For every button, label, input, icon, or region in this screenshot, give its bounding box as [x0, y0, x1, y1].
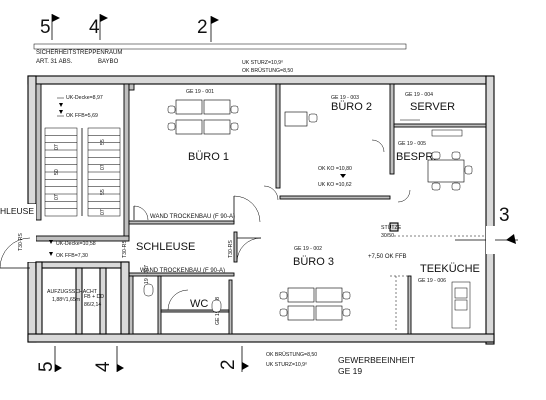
- section-marker-2-bottom: 2: [218, 346, 249, 372]
- room-label-bespr: BESPR.: [396, 151, 436, 163]
- t30-left-text: T30-RS: [18, 233, 24, 251]
- schleuse-left-text: HLEUSE: [0, 206, 34, 216]
- tag-wc: GE 19 - 007: [144, 265, 150, 293]
- room-label-aufzug: AUFZUGSSCHACHT: [47, 289, 98, 295]
- room-label-teekueche: TEEKÜCHE: [420, 263, 480, 275]
- marker-label: 3: [499, 205, 510, 226]
- meeting-table: [427, 151, 473, 191]
- tag-buro3: GE 19 - 002: [294, 246, 322, 252]
- svg-text:55: 55: [100, 189, 106, 195]
- unit-name: GEWERBEEINHEIT: [338, 355, 415, 365]
- room-label-schleuse: SCHLEUSE: [136, 241, 195, 253]
- uk-sturz-top: UK STURZ=10,9⁰: [242, 60, 283, 66]
- stair-ok-ffb: OK FFB=5,69: [66, 113, 98, 119]
- uk-sturz-bottom: UK STURZ=10,9⁰: [266, 362, 307, 368]
- level-triangle-icon: [49, 252, 53, 256]
- section-marker-4-top: 4: [89, 14, 108, 40]
- header-bar: [33, 43, 407, 50]
- marker-label: 4: [89, 17, 100, 38]
- uk-ko: UK KO =10,62: [318, 182, 352, 188]
- room-label-wc: WC: [190, 298, 208, 310]
- section-marker-4-bottom: 4: [93, 346, 124, 372]
- svg-text:50: 50: [54, 169, 60, 175]
- stair-core: [35, 83, 130, 242]
- stair-uk-decke: UK-Decke=8,97: [66, 95, 103, 101]
- tag-buro1: GE 19 - 001: [186, 89, 214, 95]
- tag-buro2: GE 19 - 003: [331, 95, 359, 101]
- t30-right: T30-RS: [228, 240, 234, 258]
- stair-title: SICHERHEITSTREPPENRAUM: [36, 50, 122, 56]
- tag-server: GE 19 - 004: [405, 92, 433, 98]
- level-triangle-icon: [340, 174, 346, 178]
- svg-text:07: 07: [100, 164, 106, 170]
- section-marker-5-bottom: 5: [36, 346, 62, 372]
- stuetze-label: STÜTZE: [381, 224, 402, 231]
- marker-label: 2: [218, 359, 239, 370]
- stair-steps: [45, 135, 77, 209]
- level-triangle-icon: [49, 240, 53, 244]
- tag-teekueche: GE 19 - 006: [418, 278, 446, 284]
- tag-bespr: GE 19 - 005: [398, 141, 426, 147]
- ok-ko: OK KO =10,80: [318, 166, 352, 172]
- t30-mid: T30-RS: [122, 240, 128, 258]
- section-marker-2-top: 2: [197, 16, 219, 42]
- stair-steps: [88, 135, 120, 209]
- aufzug-dims: 1,88⁰/1,65m: [52, 297, 80, 303]
- svg-text:07: 07: [54, 194, 60, 200]
- room-label-server: SERVER: [410, 101, 455, 113]
- desk-group-buro1: [167, 99, 239, 135]
- room-label-buro1: BÜRO 1: [188, 151, 229, 163]
- level-triangle-icon: [59, 110, 63, 114]
- ok-ffb-main: +7,50 OK FFB: [368, 254, 407, 260]
- ok-ffb-lower: OK FFB=7,30: [56, 253, 88, 259]
- wand-trockenbau-1: WAND TROCKENBAU (F 90-A): [150, 214, 235, 220]
- room-label-buro3: BÜRO 3: [293, 256, 334, 268]
- fb-dd: FB + DD: [84, 294, 104, 300]
- interior-walls: [35, 83, 487, 335]
- stair-title-article: ART. 31 ABS.: [36, 59, 73, 65]
- wand-trockenbau-2: WAND TROCKENBAU (F 90-A): [140, 268, 225, 274]
- level-triangle-icon: [59, 103, 63, 107]
- marker-label: 5: [36, 361, 57, 372]
- svg-text:07: 07: [54, 144, 60, 150]
- desk-group-buro3: [279, 287, 351, 321]
- svg-text:07: 07: [100, 209, 106, 215]
- stair-step-labels: 07 50 07 55 07 55 07: [54, 139, 106, 215]
- unit-code: GE 19: [338, 366, 362, 376]
- room-label-buro2: BÜRO 2: [331, 101, 372, 113]
- server-racks: [400, 119, 463, 137]
- ok-bruestung-top: OK BRÜSTUNG=8,50: [242, 67, 293, 74]
- marker-label: 5: [40, 17, 51, 38]
- section-marker-5-top: 5: [40, 14, 60, 40]
- svg-text:55: 55: [100, 139, 106, 145]
- marker-label: 2: [197, 17, 208, 38]
- kitchen-counter: [451, 281, 471, 329]
- marker-label: 4: [93, 361, 114, 372]
- desk-group-buro2: [284, 111, 318, 127]
- wc-fixtures: [143, 283, 222, 313]
- uk-decke-lower: UK-Decke=10,58: [56, 241, 96, 247]
- stair-title-code: BAYBO: [98, 59, 119, 65]
- ok-bruestung-bottom: OK BRÜSTUNG=8,50: [266, 351, 317, 358]
- fb-dd-val: 86/2,14: [84, 302, 101, 308]
- stuetze-dim: 30/50: [381, 233, 394, 239]
